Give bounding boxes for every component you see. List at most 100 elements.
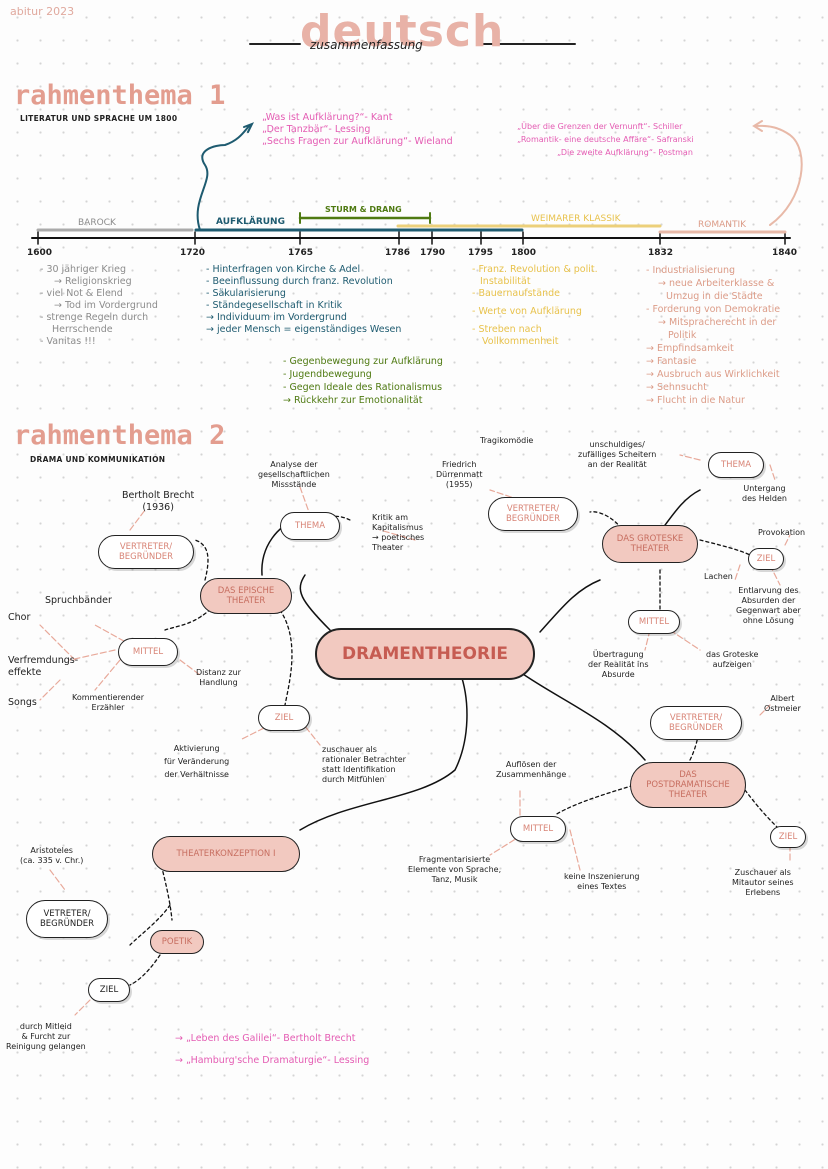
note: - Gegenbewegung zur Aufklärung (283, 356, 443, 367)
aristoteles: Aristoteles (ca. 335 v. Chr.) (20, 846, 84, 865)
era-aufklaerung: AUFKLÄRUNG (216, 217, 285, 227)
grotesk-thema: THEMA (708, 452, 764, 478)
episch-zuschauer: zuschauer als rationaler Betrachter stat… (322, 745, 406, 784)
year-1600: 1600 (27, 248, 53, 258)
note: Vollkommenheit (482, 336, 559, 347)
work-wieland: „Sechs Fragen zur Aufklärung“- Wieland (262, 136, 453, 147)
episch-kritik: Kritik am Kapitalismus → poetisches Thea… (372, 513, 425, 552)
note: → Empfindsamkeit (646, 343, 734, 354)
work-postman: „Die zweite Aufklärung“- Postman (557, 148, 693, 157)
page-title: deutsch (300, 6, 505, 57)
post-mittel: MITTEL (510, 816, 566, 842)
note: - Streben nach (472, 324, 542, 335)
erzaehler: Kommentierender Erzähler (72, 693, 144, 712)
note: Umzug in die Städte (666, 291, 763, 302)
romantik-notes: - Industrialisierung → neue Arbeiterklas… (646, 264, 780, 407)
r1-title: rahmenthema 1 (14, 80, 226, 111)
r2-works: → „Leben des Galilei“- Bertholt Brecht →… (175, 1028, 369, 1072)
aktivierung: Aktivierung für Veränderung der Verhältn… (164, 744, 230, 779)
year-1786: 1786 (385, 248, 411, 258)
brecht: Bertholt Brecht (1936) (122, 490, 195, 513)
note: → Rückkehr zur Emotionalität (283, 395, 423, 406)
era-sturm-drang: STURM & DRANG (325, 205, 402, 214)
chor: Chor (8, 612, 31, 623)
note: - Industrialisierung (646, 265, 736, 276)
r1-works-right: „Über die Grenzen der Vernunft“- Schille… (517, 120, 694, 159)
episch-mittel: MITTEL (118, 638, 178, 666)
note: - Franz. Revolution & polit. (472, 264, 598, 275)
poetik-node: POETIK (150, 930, 204, 954)
grotesk-mittel: MITTEL (628, 610, 680, 634)
note: → Sehnsucht (646, 382, 707, 393)
episch-analyse: Analyse der gesellschaftlichen Missständ… (258, 460, 330, 489)
distanz: Distanz zur Handlung (196, 668, 241, 687)
note: - strenge Regeln durch (40, 312, 149, 323)
sturm-drang-notes: - Gegenbewegung zur Aufklärung - Jugendb… (283, 355, 443, 407)
year-1795: 1795 (468, 248, 494, 258)
note: - Forderung von Demokratie (646, 304, 781, 315)
note: - Werte von Aufklärung (472, 306, 582, 317)
verfremdung: Verfremdungs- effekte (8, 655, 79, 678)
work-hamburg: → „Hamburg'sche Dramaturgie“- Lessing (175, 1055, 370, 1066)
year-1800: 1800 (511, 248, 537, 258)
year-1840: 1840 (772, 248, 798, 258)
episch-node: DAS EPISCHE THEATER (200, 578, 292, 614)
das-groteske: das Groteske aufzeigen (706, 650, 759, 669)
grotesk-vertreter: VERTRETER/ BEGRÜNDER (488, 497, 578, 531)
year-1790: 1790 (420, 248, 446, 258)
songs: Songs (8, 697, 37, 708)
year-1720: 1720 (180, 248, 206, 258)
note: - Beeinflussung durch franz. Revolution (206, 276, 393, 287)
year-label: abitur 2023 (10, 5, 75, 18)
note: → Religionskrieg (54, 276, 132, 287)
work-schiller: „Über die Grenzen der Vernunft“- Schille… (517, 122, 683, 131)
post-node: DAS POSTDRAMATISCHE THEATER (630, 762, 746, 808)
keine-inszenierung: keine Inszenierung eines Textes (564, 872, 640, 891)
spruchbaender: Spruchbänder (45, 595, 112, 606)
note: - Jugendbewegung (283, 369, 372, 380)
year-1765: 1765 (288, 248, 314, 258)
barock-notes: - 30 jähriger Krieg → Religionskrieg - v… (40, 264, 158, 348)
episch-ziel: ZIEL (258, 705, 310, 731)
konzeption-node: THEATERKONZEPTION I (152, 836, 300, 872)
page-subtitle: zusammenfassung (310, 38, 423, 52)
grotesk-node: DAS GROTESKE THEATER (602, 525, 698, 563)
mitautor: Zuschauer als Mitautor seines Erlebens (732, 868, 794, 897)
uebertragung: Übertragung der Realität ins Absurde (588, 650, 649, 679)
note: Instabilität (480, 276, 531, 287)
era-barock: BAROCK (78, 218, 116, 228)
year-1832: 1832 (648, 248, 674, 258)
work-galilei: → „Leben des Galilei“- Bertholt Brecht (175, 1033, 356, 1044)
note: - Säkularisierung (206, 288, 286, 299)
work-safranski: „Romantik- eine deutsche Affäre“- Safran… (517, 135, 694, 144)
mitleid: durch Mitleid & Furcht zur Reinigung gel… (6, 1022, 86, 1051)
note: → neue Arbeiterklasse & (658, 278, 775, 289)
r2-title: rahmenthema 2 (14, 420, 226, 451)
episch-thema: THEMA (280, 512, 340, 540)
note: → Fantasie (646, 356, 697, 367)
note: → Individuum im Vordergrund (206, 312, 347, 323)
note: - Hinterfragen von Kirche & Adel (206, 264, 361, 275)
work-kant: „Was ist Aufklärung?“- Kant (262, 112, 393, 123)
note: - Bauernaufstände (472, 288, 560, 299)
era-weimarer-klassik: WEIMARER KLASSIK (531, 214, 621, 224)
note: → Ausbruch aus Wirklichkeit (646, 369, 780, 380)
note: → Flucht in die Natur (646, 395, 745, 406)
note: - Gegen Ideale des Rationalismus (283, 382, 443, 393)
note: Politik (668, 330, 697, 341)
untergang: Untergang des Helden (742, 484, 787, 503)
r2-subtitle: DRAMA UND KOMMUNIKATION (30, 455, 166, 464)
konzeption-vertreter: VETRETER/ BEGRÜNDER (26, 900, 108, 938)
post-vertreter: VERTRETER/ BEGRÜNDER (650, 706, 742, 740)
note: - Ständegesellschaft in Kritik (206, 300, 343, 311)
unschuldig: unschuldiges/ zufälliges Scheitern an de… (578, 440, 657, 469)
aufklaerung-notes: - Hinterfragen von Kirche & Adel - Beein… (206, 264, 401, 336)
note: - Vanitas !!! (40, 336, 96, 347)
r1-works-left: „Was ist Aufklärung?“- Kant „Der Tanzbär… (262, 112, 453, 148)
klassik-notes: - Franz. Revolution & polit. Instabilitä… (472, 264, 598, 348)
work-lessing: „Der Tanzbär“- Lessing (262, 124, 371, 135)
entlarvung: Entlarvung des Absurden der Gegenwart ab… (736, 586, 801, 625)
r1-subtitle: LITERATUR UND SPRACHE UM 1800 (20, 114, 178, 123)
provokation: Provokation (758, 528, 806, 537)
